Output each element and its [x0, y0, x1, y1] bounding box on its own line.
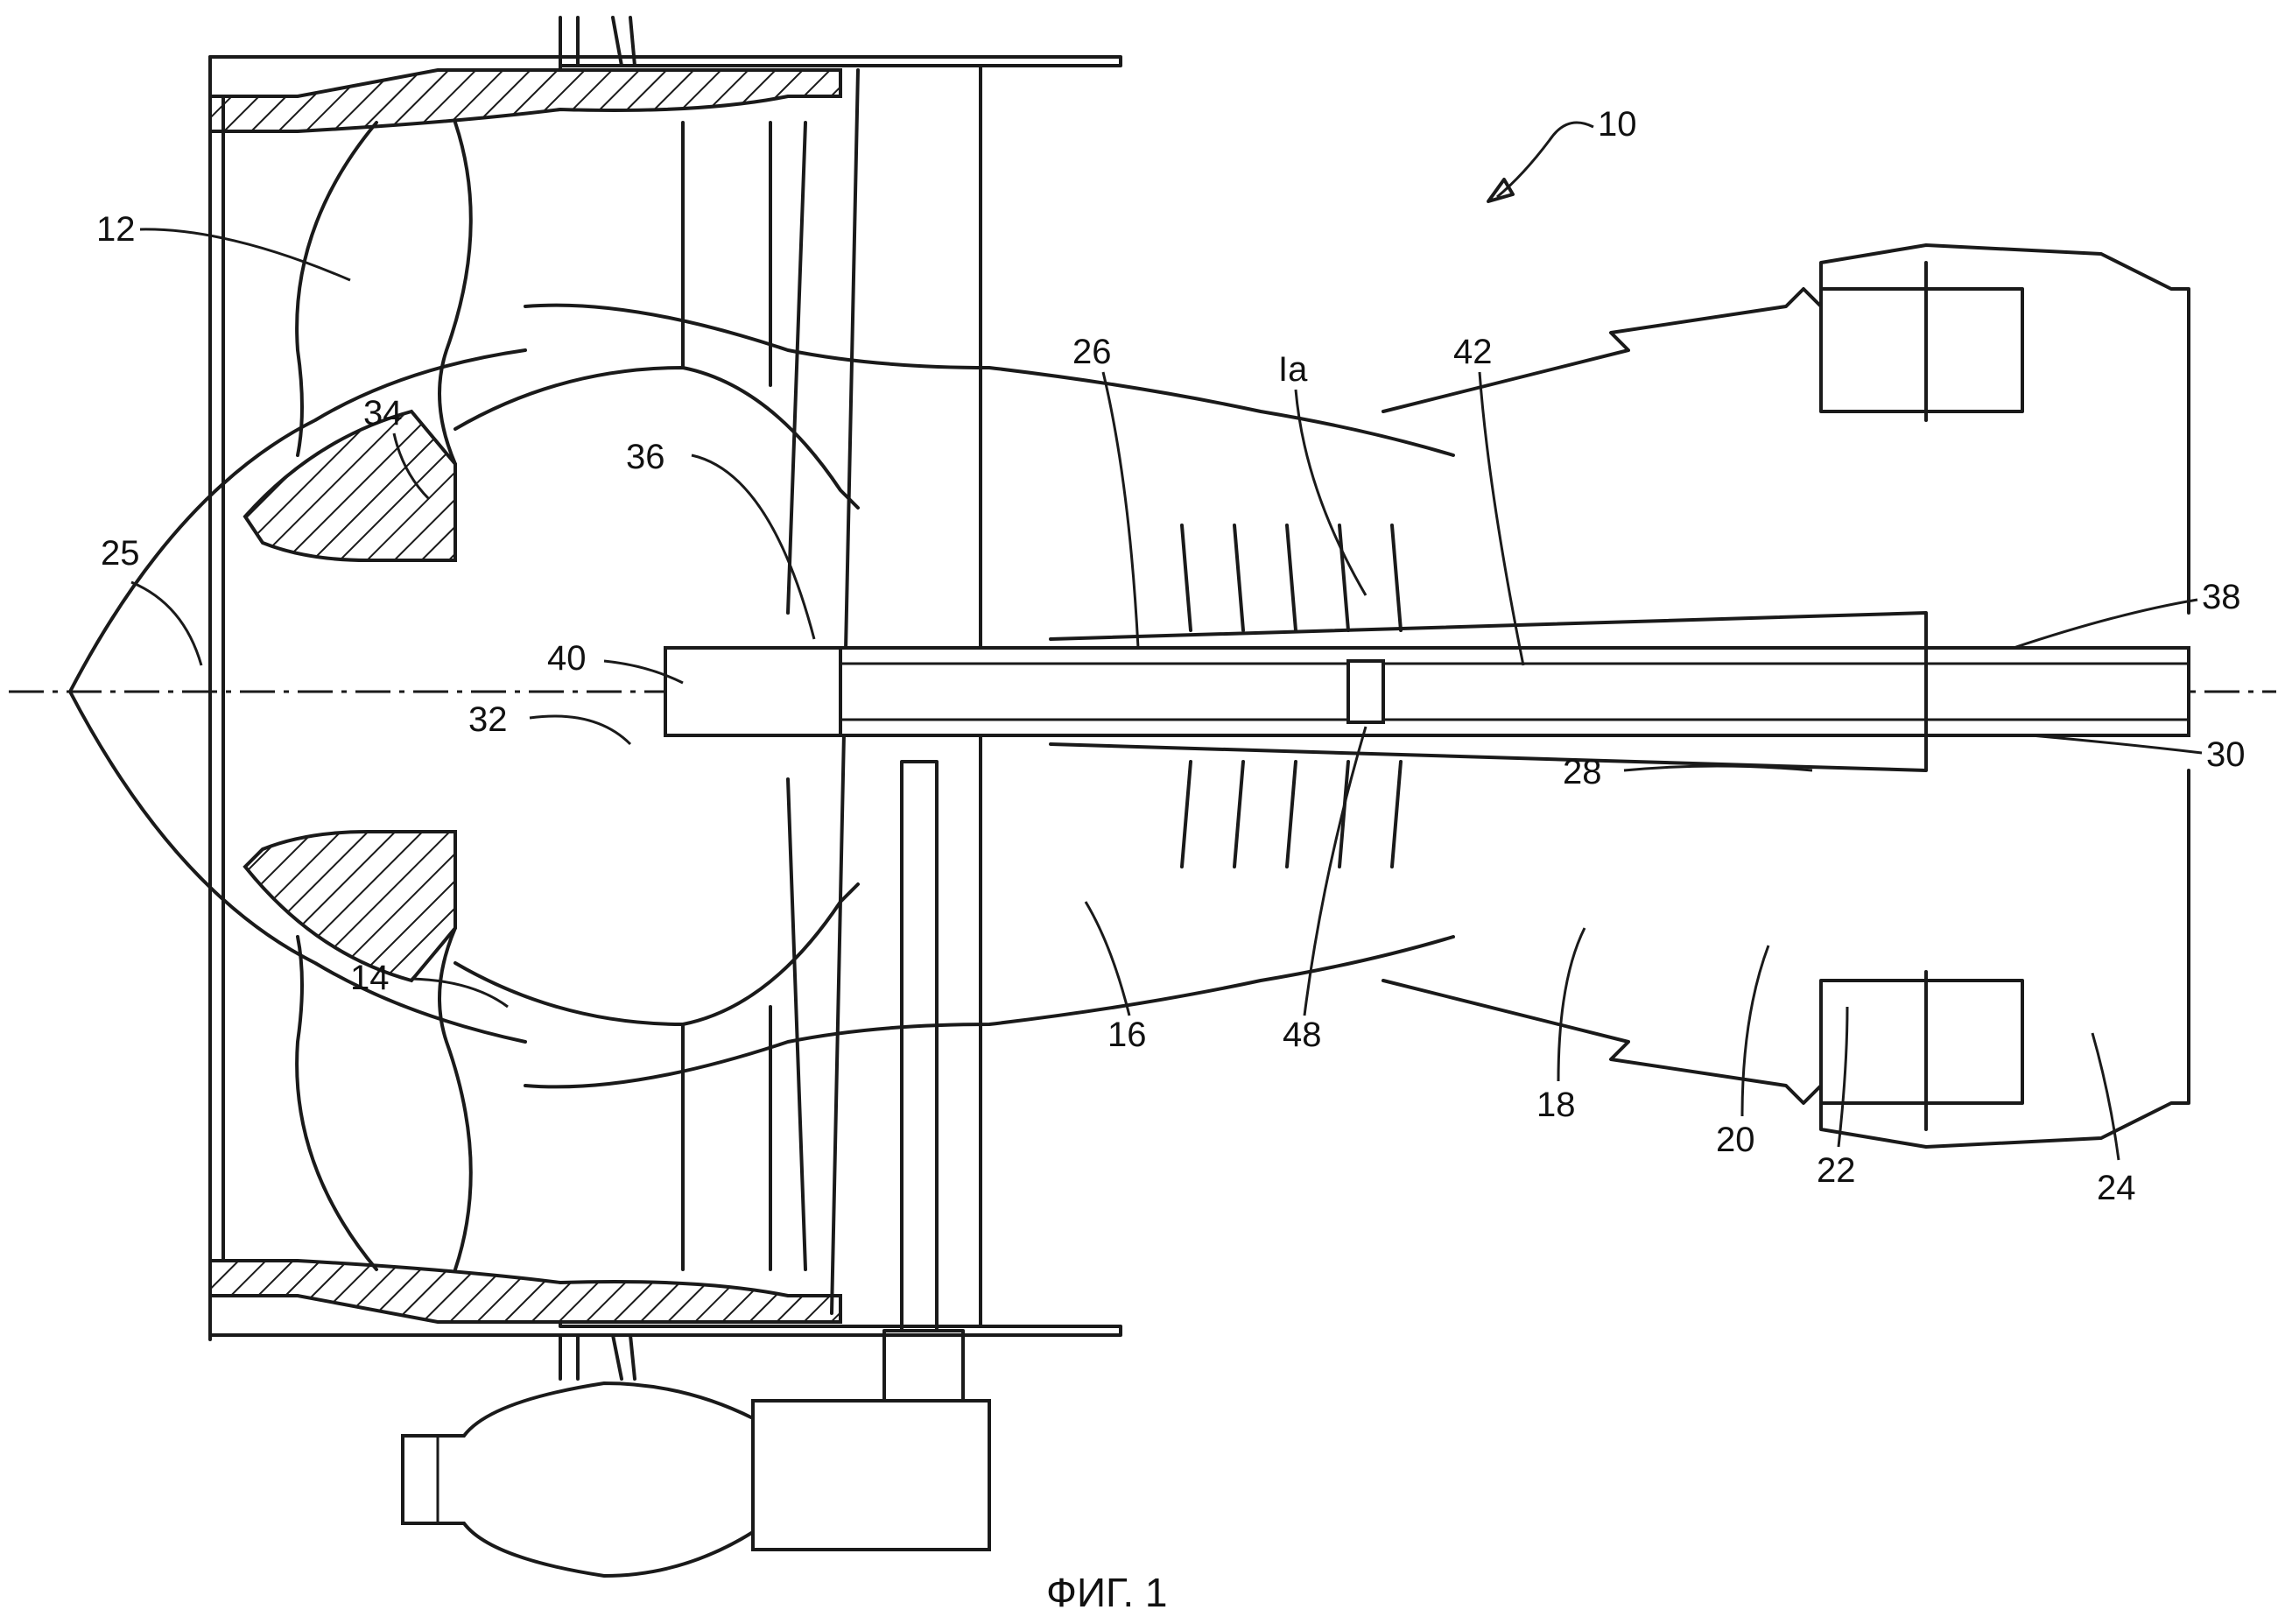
label-20: 20 — [1716, 1121, 1755, 1159]
label-12: 12 — [96, 210, 136, 249]
label-28: 28 — [1563, 753, 1602, 791]
shaft-bearing-48 — [1346, 659, 1385, 724]
label-38: 38 — [2202, 578, 2241, 616]
fan-casing-bottom — [208, 1259, 1122, 1381]
splitter-and-booster — [453, 303, 1455, 1089]
label-48: 48 — [1283, 1016, 1322, 1054]
label-36: 36 — [626, 438, 665, 476]
accessory-gearbox — [401, 760, 991, 1578]
fan-casing-top — [208, 16, 1122, 1341]
label-32: 32 — [468, 700, 508, 739]
shaft-front-cap — [664, 646, 842, 737]
gearbox-bulge — [401, 1381, 755, 1578]
reference-labels: 10 12 34 25 36 40 32 26 Ia 42 38 28 30 1… — [96, 105, 2246, 1207]
label-24: 24 — [2097, 1169, 2136, 1207]
label-40: 40 — [547, 639, 587, 678]
label-25: 25 — [101, 534, 140, 573]
label-34: 34 — [363, 394, 403, 432]
hp-compressor-disks — [1180, 524, 1403, 868]
label-18: 18 — [1536, 1086, 1576, 1124]
label-16: 16 — [1107, 1016, 1147, 1054]
figure-caption: ФИГ. 1 — [1046, 1570, 1167, 1615]
label-30: 30 — [2206, 735, 2246, 774]
low-pressure-shaft — [664, 646, 2190, 737]
label-14: 14 — [350, 959, 390, 997]
label-10: 10 — [1598, 105, 1637, 144]
label-Ia: Ia — [1278, 350, 1308, 389]
label-22: 22 — [1817, 1151, 1856, 1190]
nose-spinner — [68, 348, 527, 1044]
gearbox-housing — [751, 1399, 991, 1551]
label-42: 42 — [1453, 333, 1493, 371]
label-26: 26 — [1072, 333, 1112, 371]
turbine-casing — [1382, 243, 2190, 1149]
main-shafts — [664, 611, 2190, 772]
